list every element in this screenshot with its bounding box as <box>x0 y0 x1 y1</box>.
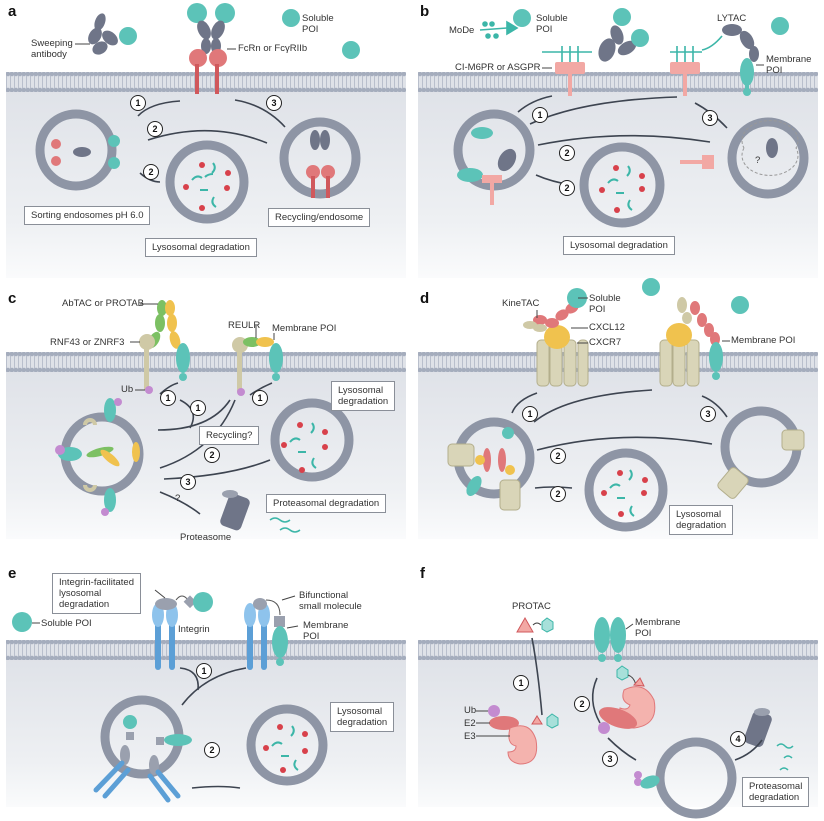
panel-e: e Integr <box>0 560 412 821</box>
step-3-marker: 3 <box>702 110 718 126</box>
mode-label: MoDe <box>449 25 475 36</box>
panel-a-illustration <box>35 3 361 224</box>
panel-f-illustration <box>476 616 794 819</box>
step-1-marker: 1 <box>130 95 146 111</box>
cell-membrane <box>6 352 406 372</box>
step-2-marker: 2 <box>550 448 566 464</box>
ub-label: Ub <box>464 705 477 716</box>
cell-membrane <box>6 72 406 92</box>
receptor-label: CI-M6PR or ASGPR <box>455 62 541 73</box>
lysosome <box>165 140 249 224</box>
sorting-endosomes-box: Sorting endosomes pH 6.0 <box>24 206 151 225</box>
panel-letter: c <box>8 290 17 307</box>
cxcl12-label: CXCL12 <box>589 322 625 333</box>
reulr-label: REULR <box>228 320 261 331</box>
panel-c-illustration <box>55 300 354 533</box>
protac-molecule <box>516 616 554 633</box>
step-3-marker: 3 <box>602 751 618 767</box>
soluble-poi-label: Soluble POI <box>536 13 568 35</box>
lysosomal-degradation-box: Lysosomal degradation <box>145 238 257 257</box>
cell-membrane <box>6 640 406 660</box>
soluble-poi-label: Soluble POI <box>589 293 621 315</box>
panel-letter: a <box>8 3 17 20</box>
panel-b-illustration <box>453 8 809 228</box>
proteasomal-degradation-box: Proteasomal degradation <box>266 494 387 513</box>
panel-a: a <box>0 0 412 278</box>
panel-d: d KineTAC Soluble POI <box>412 278 824 550</box>
lysosomal-degradation-box: Lysosomal degradation <box>330 702 395 732</box>
step-3-marker: 3 <box>180 474 196 490</box>
step-2-marker: 2 <box>574 696 590 712</box>
bifunctional-molecule-label: Bifunctional small molecule <box>299 590 362 612</box>
step-1-marker: 1 <box>532 107 548 123</box>
sorting-endosome <box>35 109 117 191</box>
panel-e-illustration <box>12 589 328 803</box>
arrow-step-1 <box>137 100 181 117</box>
sweeping-antibody <box>88 13 137 55</box>
kinetac-label: KineTAC <box>502 298 540 309</box>
recycling-endosome-box: Recycling/endosome <box>268 208 371 227</box>
lysosomal-degradation-box: Lysosomal degradation <box>563 236 675 255</box>
arrow-step-3 <box>234 99 286 128</box>
sweeping-antibody-label: Sweeping antibody <box>31 38 73 60</box>
fcrn-receptor-complex <box>187 3 235 94</box>
e2-label: E2 <box>464 718 476 729</box>
step-2-marker: 2 <box>147 121 163 137</box>
step-1-marker: 1 <box>522 406 538 422</box>
step-3-marker: 3 <box>266 95 282 111</box>
panel-b: b <box>412 0 824 278</box>
ub-label: Ub <box>121 384 134 395</box>
soluble-poi-label: Soluble POI <box>41 618 92 629</box>
proteasome-icon <box>220 490 250 531</box>
panel-c: c <box>0 280 412 550</box>
rnf43-label: RNF43 or ZNRF3 <box>50 337 125 348</box>
panel-letter: f <box>420 565 425 582</box>
membrane-poi-label: Membrane POI <box>731 335 796 346</box>
membrane-poi-label: Membrane POI <box>635 617 681 639</box>
recycling-question-box: Recycling? <box>199 426 260 445</box>
step-4-marker: 4 <box>730 731 746 747</box>
step-2-marker: 2 <box>204 447 220 463</box>
step-1-marker: 1 <box>160 390 176 406</box>
soluble-poi-label: Soluble POI <box>302 13 334 35</box>
panel-d-illustration <box>447 278 805 532</box>
receptor-label: FcRn or FcγRIIb <box>238 43 308 54</box>
lysosomal-degradation-box: Lysosomal degradation <box>331 381 396 411</box>
panel-letter: e <box>8 565 17 582</box>
step-2-marker: 2 <box>550 486 566 502</box>
lysosomal-degradation-box: Lysosomal degradation <box>669 505 734 535</box>
membrane-poi-label: Membrane POI <box>303 620 349 642</box>
proteasome-label: Proteasome <box>180 532 232 543</box>
step-2-marker: 2 <box>559 145 575 161</box>
integrin-facilitated-box: Integrin-facilitated lysosomal degradati… <box>52 573 141 614</box>
protac-label: PROTAC <box>512 601 551 612</box>
cell-membrane <box>418 72 818 92</box>
proteasomal-degradation-box: Proteasomal degradation <box>742 777 810 807</box>
membrane-poi-label: Membrane POI <box>272 323 337 334</box>
panel-f: f PROTAC Me <box>412 560 824 821</box>
integrin-label: Integrin <box>178 624 210 635</box>
question-mark: ? <box>175 493 181 504</box>
abtac-label: AbTAC or PROTAB <box>62 298 144 309</box>
step-1-marker: 1 <box>190 400 206 416</box>
step-1-marker: 1 <box>513 675 529 691</box>
step-1-marker: 1 <box>252 390 268 406</box>
step-3-marker: 3 <box>700 406 716 422</box>
panel-letter: d <box>420 290 430 307</box>
lytac-label: LYTAC <box>717 13 747 24</box>
soluble-poi-icon <box>282 9 300 27</box>
soluble-poi-icon <box>342 41 360 59</box>
cxcr7-label: CXCR7 <box>589 337 622 348</box>
panel-letter: b <box>420 3 430 20</box>
step-2-marker: 2 <box>204 742 220 758</box>
e3-label: E3 <box>464 731 476 742</box>
step-1-marker: 1 <box>196 663 212 679</box>
arrow-step-2 <box>147 129 268 144</box>
step-2-marker: 2 <box>559 180 575 196</box>
question-mark: ? <box>755 155 761 166</box>
step-2-marker: 2 <box>143 164 159 180</box>
recycling-endosome <box>279 117 361 199</box>
proteasome-icon <box>744 708 772 747</box>
membrane-poi-label: Membrane POI <box>766 54 812 76</box>
